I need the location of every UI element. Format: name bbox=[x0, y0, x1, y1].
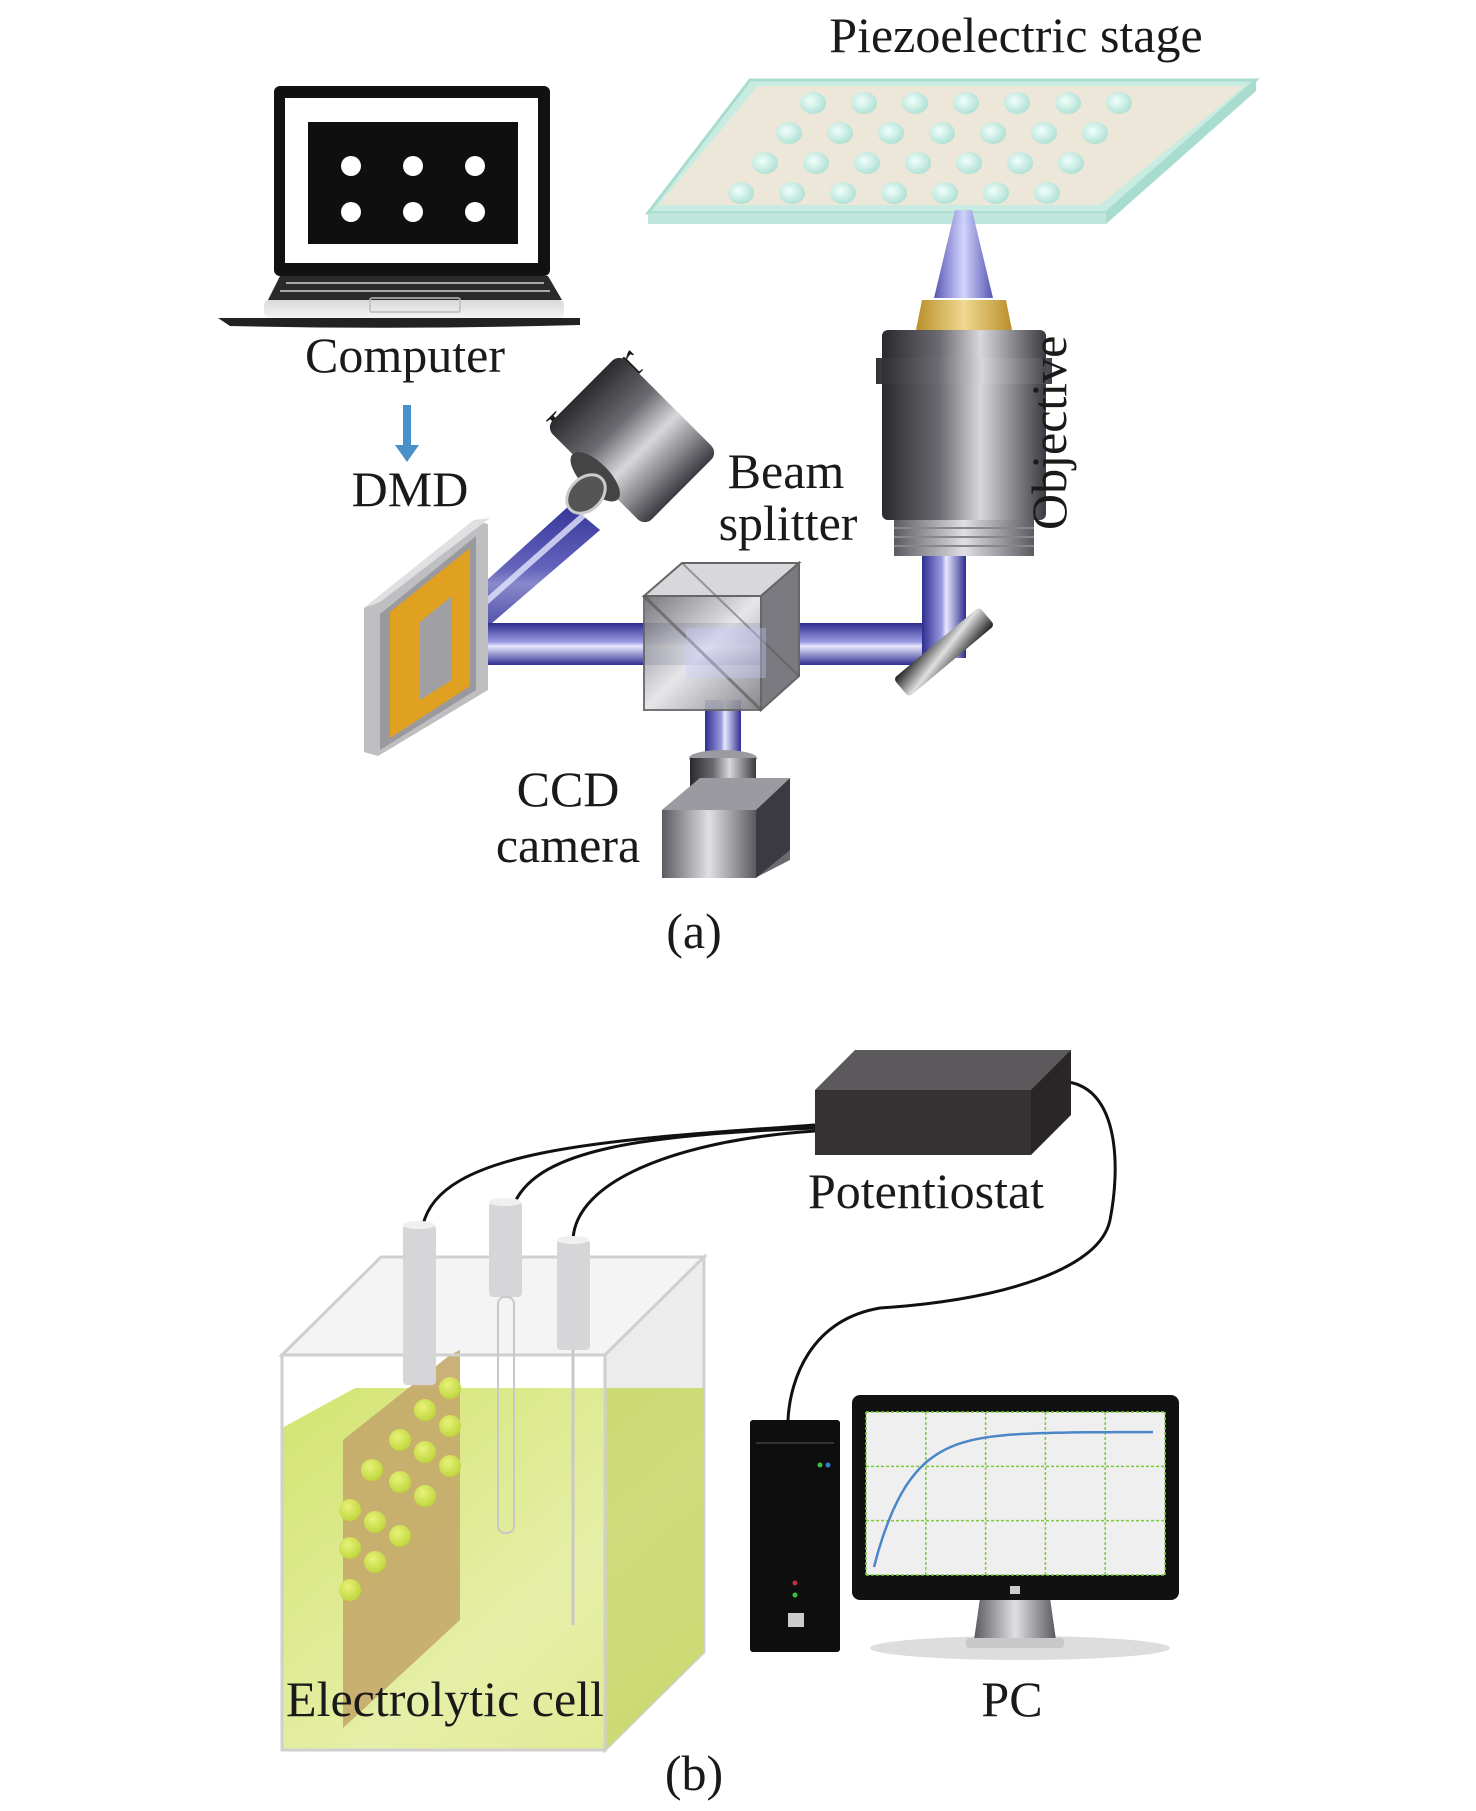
particle bbox=[339, 1499, 361, 1521]
particle bbox=[361, 1459, 383, 1481]
label-objective: Objective bbox=[1021, 336, 1077, 530]
label-beam-splitter-line2: splitter bbox=[719, 495, 858, 551]
label-potentiostat: Potentiostat bbox=[808, 1163, 1044, 1219]
dmd-device bbox=[364, 518, 490, 756]
sample-well bbox=[929, 122, 955, 144]
sample-well bbox=[1031, 122, 1057, 144]
sample-well bbox=[878, 122, 904, 144]
sample-well bbox=[1004, 92, 1030, 114]
screen-dot bbox=[341, 202, 361, 222]
sample-well bbox=[1058, 152, 1084, 174]
screen-dot bbox=[403, 156, 423, 176]
screen-dot bbox=[465, 202, 485, 222]
cables bbox=[421, 1080, 1117, 1421]
laptop-computer-icon bbox=[218, 86, 580, 328]
label-dmd: DMD bbox=[352, 461, 469, 517]
dmd-pattern-dots bbox=[341, 156, 485, 222]
sample-well bbox=[1082, 122, 1108, 144]
particle bbox=[439, 1415, 461, 1437]
label-beam-splitter-line1: Beam bbox=[728, 443, 845, 499]
label-electrolytic-cell: Electrolytic cell bbox=[286, 1671, 604, 1727]
sample-well bbox=[1007, 152, 1033, 174]
particle bbox=[414, 1399, 436, 1421]
sample-well bbox=[932, 182, 958, 204]
arrow-down-icon bbox=[395, 405, 419, 462]
label-ccd-line1: CCD bbox=[517, 761, 620, 817]
ccd-camera bbox=[662, 750, 790, 878]
particle bbox=[339, 1579, 361, 1601]
sample-well bbox=[1034, 182, 1060, 204]
screen-dot bbox=[465, 156, 485, 176]
sample-well bbox=[776, 122, 802, 144]
piezoelectric-stage bbox=[644, 78, 1260, 224]
pc-tower bbox=[750, 1420, 840, 1652]
mirror bbox=[895, 608, 993, 696]
monitor-grid bbox=[865, 1411, 1166, 1576]
pc-monitor bbox=[852, 1395, 1179, 1660]
caption-b: (b) bbox=[665, 1745, 723, 1801]
sample-well bbox=[827, 122, 853, 144]
beam-splitter bbox=[641, 560, 802, 713]
sample-well bbox=[854, 152, 880, 174]
laser bbox=[549, 357, 715, 523]
label-ccd-line2: camera bbox=[496, 817, 640, 873]
particle bbox=[389, 1525, 411, 1547]
sample-well bbox=[983, 182, 1009, 204]
sample-well bbox=[956, 152, 982, 174]
objective-lens bbox=[876, 210, 1052, 556]
sample-well bbox=[905, 152, 931, 174]
label-pc: PC bbox=[981, 1671, 1042, 1727]
sample-well bbox=[779, 182, 805, 204]
screen-dot bbox=[341, 156, 361, 176]
particle bbox=[339, 1537, 361, 1559]
sample-well bbox=[728, 182, 754, 204]
laser-aperture bbox=[565, 473, 607, 515]
sample-well bbox=[851, 92, 877, 114]
particle bbox=[389, 1429, 411, 1451]
sample-well bbox=[953, 92, 979, 114]
sample-well bbox=[1106, 92, 1132, 114]
particle-array bbox=[339, 1377, 461, 1601]
sample-wells bbox=[728, 92, 1132, 204]
sample-well bbox=[902, 92, 928, 114]
screen-dot bbox=[403, 202, 423, 222]
panel-b: Potentiostat Electrolytic cell bbox=[278, 1050, 1179, 1801]
sample-well bbox=[803, 152, 829, 174]
panel-a: Piezoelectric stage Computer bbox=[218, 7, 1260, 959]
sample-well bbox=[980, 122, 1006, 144]
windows-logo-icon bbox=[1010, 1586, 1020, 1594]
particle bbox=[389, 1471, 411, 1493]
particle bbox=[414, 1441, 436, 1463]
sample-well bbox=[752, 152, 778, 174]
caption-a: (a) bbox=[666, 903, 722, 959]
sample-well bbox=[800, 92, 826, 114]
sample-well bbox=[830, 182, 856, 204]
monitor-curve bbox=[872, 1430, 1154, 1568]
particle bbox=[364, 1551, 386, 1573]
particle bbox=[439, 1455, 461, 1477]
sample-well bbox=[881, 182, 907, 204]
sample-well bbox=[1055, 92, 1081, 114]
particle bbox=[414, 1485, 436, 1507]
potentiostat bbox=[815, 1050, 1071, 1155]
windows-logo-icon bbox=[788, 1613, 804, 1627]
electrolytic-cell bbox=[278, 1198, 708, 1754]
particle bbox=[364, 1511, 386, 1533]
label-piezoelectric-stage: Piezoelectric stage bbox=[829, 7, 1202, 63]
particle bbox=[439, 1377, 461, 1399]
label-computer: Computer bbox=[305, 327, 505, 383]
